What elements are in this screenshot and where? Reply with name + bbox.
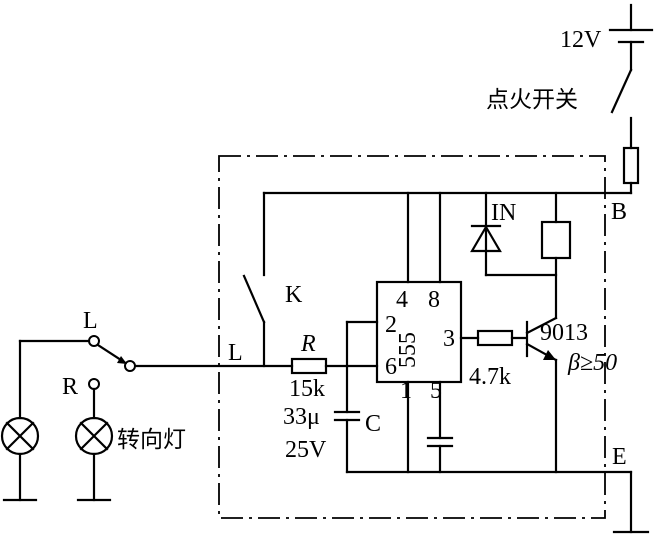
turn-lamp-label: 转向灯 bbox=[117, 427, 186, 453]
switch-k-blade bbox=[242, 274, 266, 324]
cap-voltage-label: 25V bbox=[285, 437, 327, 463]
resistor-value-label: 15k bbox=[289, 376, 325, 402]
pin-1-label: 1 bbox=[400, 378, 412, 404]
resistor-r bbox=[290, 357, 328, 375]
node-e-label: E bbox=[612, 444, 627, 470]
resistor-r-label: R bbox=[300, 331, 316, 357]
pin-5-label: 5 bbox=[430, 378, 442, 404]
switch-l-label: L bbox=[83, 308, 98, 334]
pin-3-label: 3 bbox=[443, 326, 455, 352]
node-b-label: B bbox=[611, 199, 627, 225]
relay-coil bbox=[540, 220, 572, 260]
pin-6-label: 6 bbox=[385, 354, 397, 380]
diode-label: IN bbox=[491, 200, 516, 226]
diode-symbol bbox=[470, 224, 502, 253]
switch-r-label: R bbox=[62, 374, 78, 400]
ic-name-label: 555 bbox=[395, 332, 421, 368]
left-lamp bbox=[0, 416, 40, 456]
pin-2-label: 2 bbox=[385, 312, 397, 338]
cap-value-label: 33μ bbox=[283, 404, 320, 430]
base-resistor bbox=[476, 329, 514, 347]
cap-name-label: C bbox=[365, 411, 381, 437]
battery-symbol bbox=[608, 3, 654, 72]
transistor-emitter-arrow bbox=[543, 350, 556, 360]
pin-8-label: 8 bbox=[428, 287, 440, 313]
switch-k-label: K bbox=[285, 282, 303, 308]
battery-voltage-label: 12V bbox=[560, 27, 602, 53]
beta-label: β≥50 bbox=[567, 350, 617, 376]
pin-4-label: 4 bbox=[396, 287, 408, 313]
ignition-switch-label: 点火开关 bbox=[486, 87, 578, 113]
switch-pivot bbox=[124, 360, 136, 372]
switch-r-contact bbox=[88, 378, 100, 390]
terminal-l-label: L bbox=[228, 340, 243, 366]
ic-555-body bbox=[375, 280, 463, 384]
fuse bbox=[622, 146, 640, 185]
right-lamp bbox=[74, 416, 114, 456]
base-resistor-label: 4.7k bbox=[469, 364, 511, 390]
transistor-label: 9013 bbox=[540, 320, 588, 346]
ignition-switch-blade bbox=[610, 68, 633, 114]
module-enclosure bbox=[218, 155, 606, 519]
